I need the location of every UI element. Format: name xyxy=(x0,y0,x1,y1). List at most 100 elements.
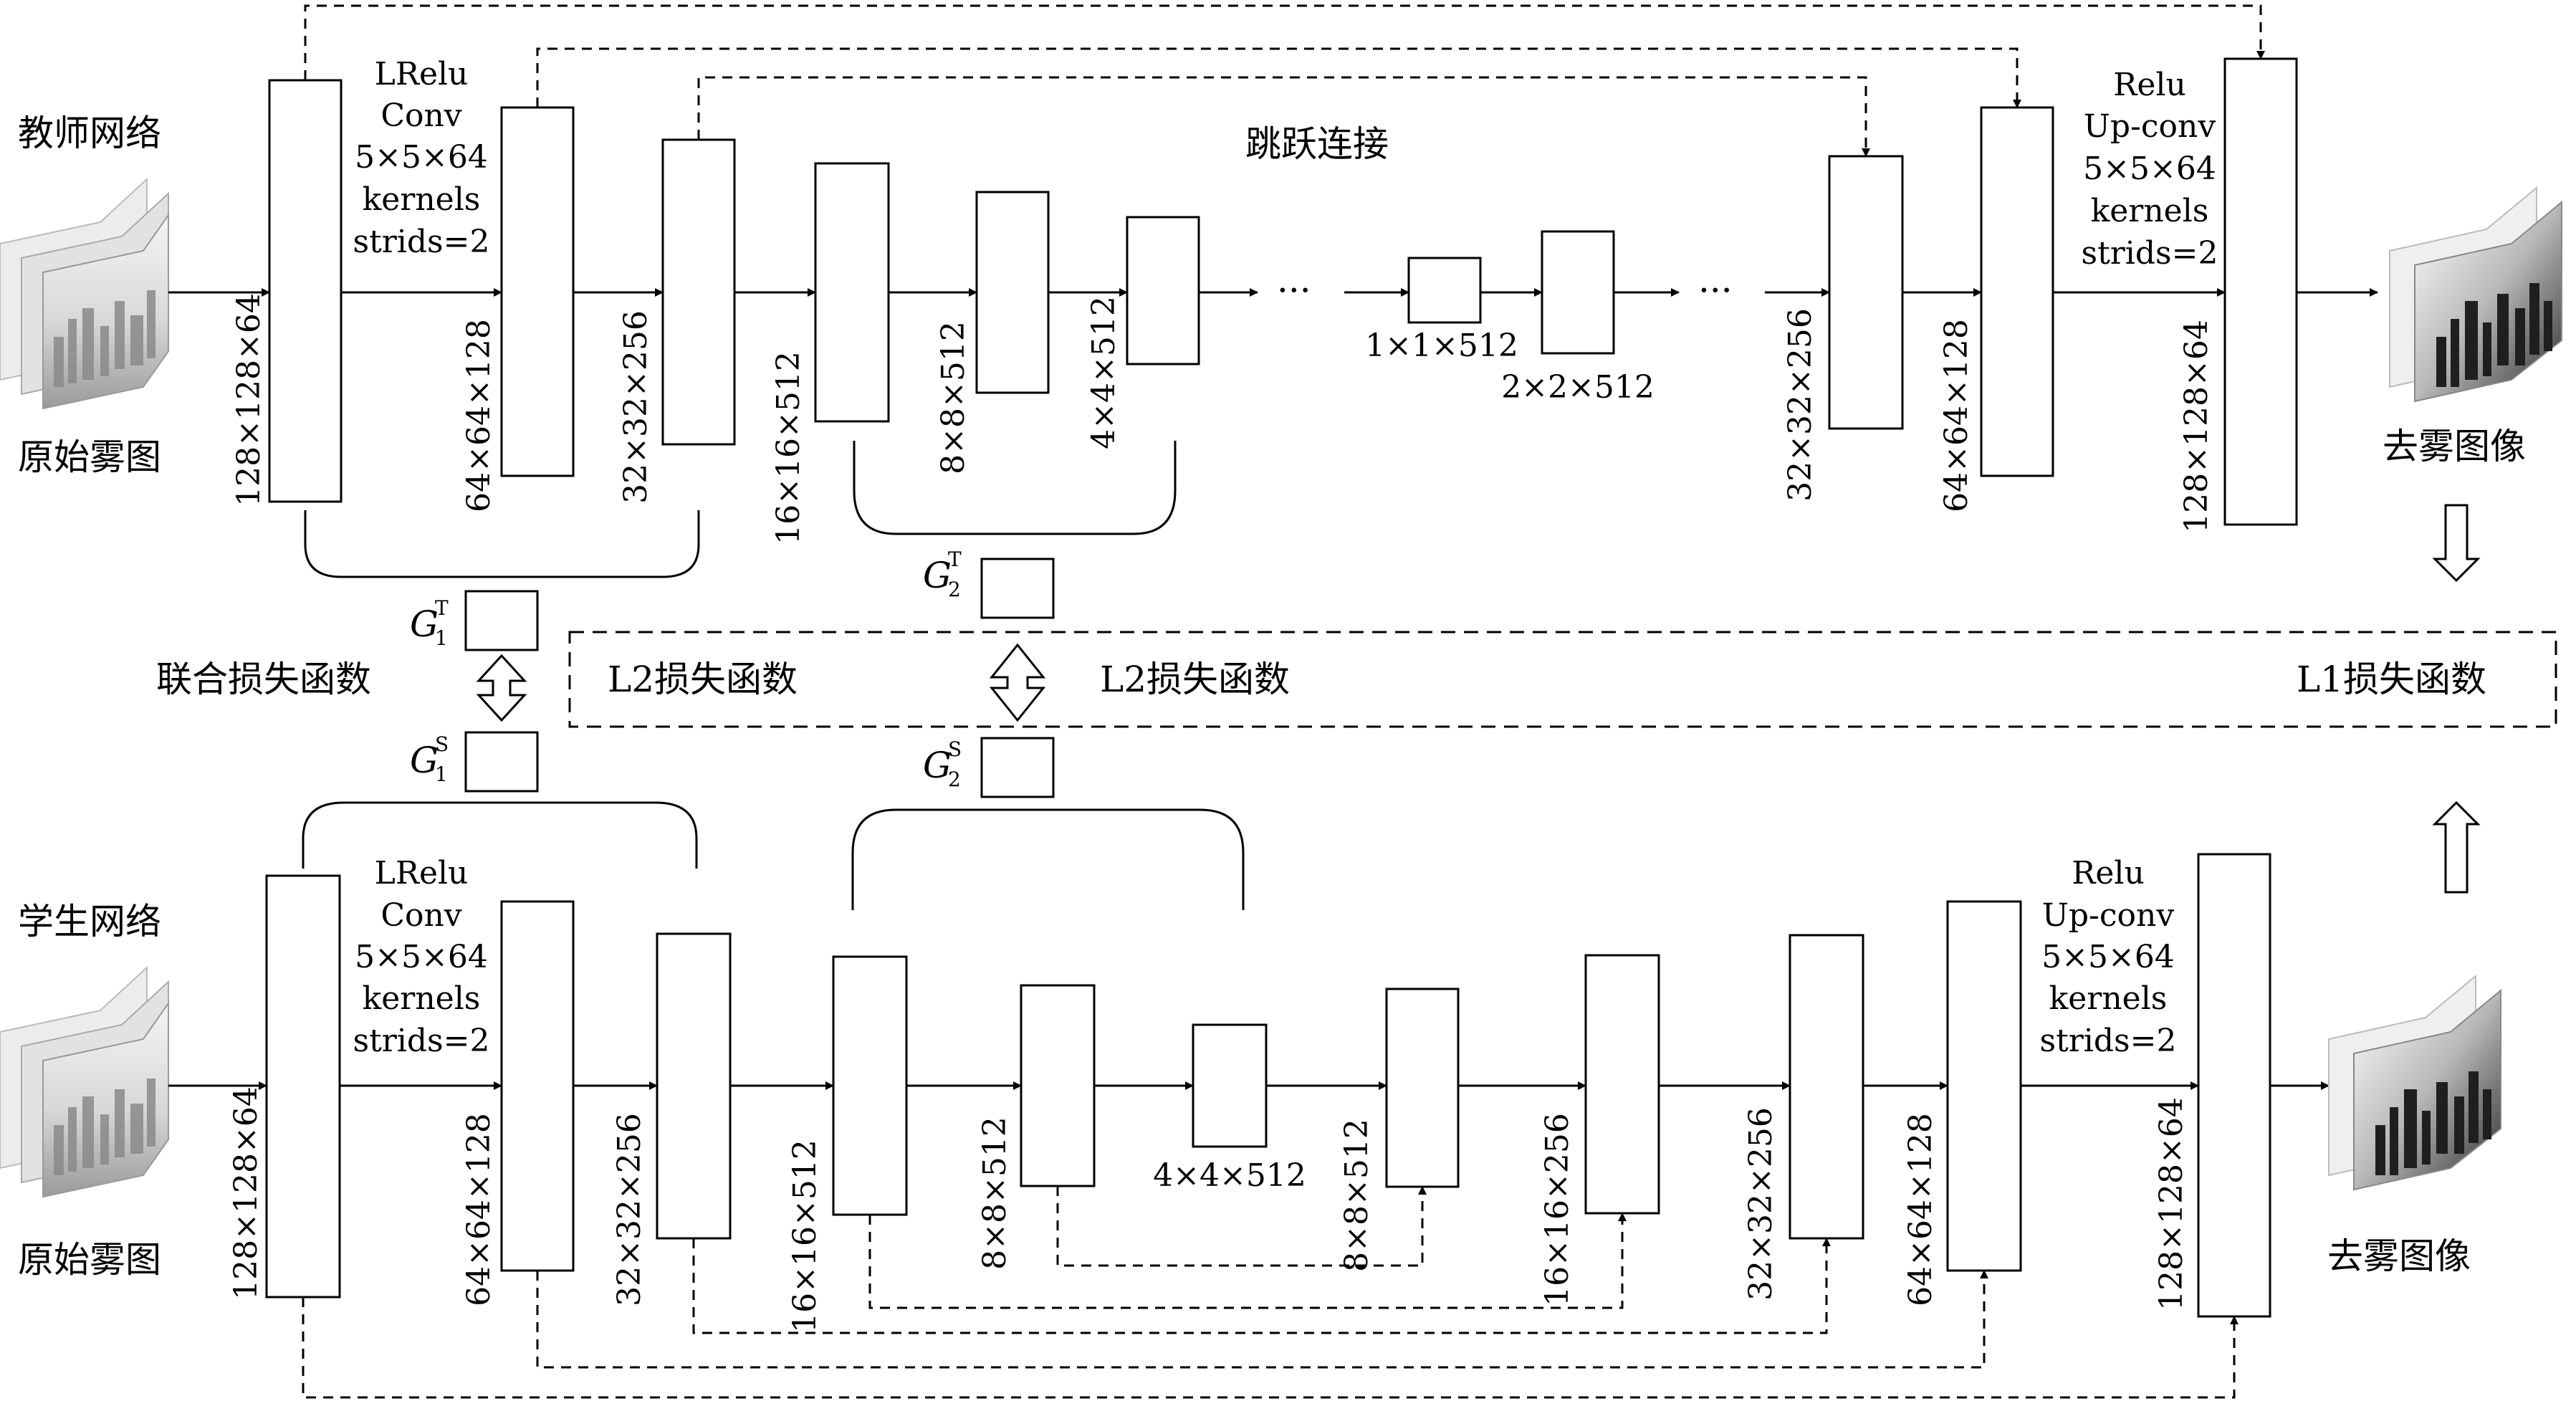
student-skip-connection-5 xyxy=(302,1297,2239,1399)
student-skip-connection-4 xyxy=(536,1270,1988,1369)
svg-text:S: S xyxy=(435,732,449,756)
student-network: 学生网络 原始雾图 xyxy=(0,801,2501,1399)
teacher-dim-e3: 32×32×256 xyxy=(618,310,654,504)
student-dim-d3: 32×32×256 xyxy=(1743,1107,1779,1301)
teacher-block-d1 xyxy=(1828,155,1904,430)
student-block-e2 xyxy=(500,900,575,1272)
teacher-dim-e1: 128×128×64 xyxy=(231,293,267,507)
teacher-input-caption: 原始雾图 xyxy=(18,436,161,478)
teacher-skip-connection-1 xyxy=(304,4,2265,80)
teacher-block-e1 xyxy=(268,79,343,503)
svg-text:T: T xyxy=(948,548,962,571)
student-output-caption: 去雾图像 xyxy=(2327,1235,2471,1277)
teacher-network: 教师网络 原始雾图 xyxy=(0,4,2562,578)
student-skip-connection-1 xyxy=(1056,1186,1427,1267)
student-dim-e6: 4×4×512 xyxy=(1153,1157,1306,1194)
teacher-block-d2 xyxy=(1980,106,2054,477)
student-output-image xyxy=(2328,974,2501,1191)
svg-text:Relu: Relu xyxy=(2072,855,2145,891)
svg-text:strids=2: strids=2 xyxy=(2082,235,2218,272)
gram-g1-student: G 1 S xyxy=(410,731,539,793)
svg-text:2: 2 xyxy=(948,578,961,601)
student-bracket-g2 xyxy=(851,808,1245,910)
student-block-e5 xyxy=(1020,984,1096,1187)
svg-text:kernels: kernels xyxy=(363,181,481,218)
svg-text:5×5×64: 5×5×64 xyxy=(355,139,488,176)
teacher-block-b1 xyxy=(1407,257,1482,324)
teacher-block-e6 xyxy=(1126,216,1200,365)
loss-section: 联合损失函数 L2损失函数 L2损失函数 L1损失函数 G 1 T G 1 S … xyxy=(156,504,2557,894)
svg-text:kernels: kernels xyxy=(2049,980,2168,1017)
teacher-network-title: 教师网络 xyxy=(18,113,161,154)
student-network-title: 学生网络 xyxy=(18,901,161,942)
svg-text:5×5×64: 5×5×64 xyxy=(2041,939,2175,975)
teacher-block-e2 xyxy=(500,106,575,477)
svg-text:2: 2 xyxy=(948,768,961,791)
teacher-block-e4 xyxy=(814,162,890,423)
student-dim-e4: 16×16×512 xyxy=(787,1139,823,1333)
teacher-bracket-g2 xyxy=(853,441,1177,535)
student-bracket-g1 xyxy=(302,801,698,869)
svg-text:strids=2: strids=2 xyxy=(353,1023,490,1059)
svg-text:5×5×64: 5×5×64 xyxy=(355,939,488,975)
teacher-block-b2 xyxy=(1541,230,1615,355)
l2-loss-label-2: L2损失函数 xyxy=(1100,659,1290,700)
teacher-output-image xyxy=(2389,186,2562,403)
teacher-ellipsis-1: ··· xyxy=(1277,269,1311,311)
teacher-skip-label: 跳跃连接 xyxy=(1245,123,1389,165)
teacher-decoder-op-label: Relu Up-conv 5×5×64 kernels strids=2 xyxy=(2082,67,2218,272)
gram-g2-teacher: G 2 T xyxy=(923,548,1055,619)
teacher-block-e3 xyxy=(661,138,736,446)
joint-loss-label: 联合损失函数 xyxy=(156,659,371,700)
svg-text:1: 1 xyxy=(435,762,448,786)
student-dim-d5: 128×128×64 xyxy=(2153,1097,2190,1311)
svg-text:kernels: kernels xyxy=(363,980,481,1017)
teacher-bracket-g1 xyxy=(304,510,700,578)
svg-text:Conv: Conv xyxy=(380,897,461,934)
gram-g2-student: G 2 S xyxy=(923,737,1055,798)
teacher-encoder-op-label: LRelu Conv 5×5×64 kernels strids=2 xyxy=(353,56,490,260)
teacher-dim-d2: 64×64×128 xyxy=(1938,319,1975,512)
teacher-dim-e6: 4×4×512 xyxy=(1086,296,1122,449)
teacher-input-image xyxy=(0,177,169,410)
teacher-dim-e4: 16×16×512 xyxy=(770,351,807,545)
student-dim-d4: 64×64×128 xyxy=(1902,1113,1939,1306)
student-block-d3 xyxy=(1789,934,1864,1240)
student-input-image xyxy=(0,965,169,1198)
svg-text:G: G xyxy=(410,603,439,645)
student-dim-e3: 32×32×256 xyxy=(611,1113,648,1306)
student-block-e6 xyxy=(1192,1023,1268,1148)
student-skip-connection-2 xyxy=(868,1213,1627,1309)
hollow-arrow-teacher-to-l1 xyxy=(2432,504,2481,583)
teacher-block-d3 xyxy=(2223,57,2298,526)
teacher-dim-b2: 2×2×512 xyxy=(1501,369,1655,406)
svg-text:G: G xyxy=(410,740,439,781)
teacher-dim-d3: 128×128×64 xyxy=(2178,320,2215,533)
teacher-output-caption: 去雾图像 xyxy=(2383,426,2526,467)
svg-text:T: T xyxy=(435,596,449,620)
student-skip-connection-3 xyxy=(692,1238,1831,1334)
svg-text:strids=2: strids=2 xyxy=(2040,1023,2177,1059)
student-block-d2 xyxy=(1584,954,1660,1215)
teacher-block-e5 xyxy=(975,191,1050,394)
double-arrow-g2 xyxy=(989,643,1046,722)
student-input-caption: 原始雾图 xyxy=(18,1239,161,1281)
teacher-dim-b1: 1×1×512 xyxy=(1365,327,1518,364)
student-dim-d2: 16×16×256 xyxy=(1539,1113,1576,1306)
student-block-d1 xyxy=(1385,988,1460,1188)
svg-text:strids=2: strids=2 xyxy=(353,224,490,260)
teacher-skip-connection-2 xyxy=(536,47,2021,108)
svg-text:Relu: Relu xyxy=(2113,67,2186,103)
svg-text:Conv: Conv xyxy=(380,97,461,134)
double-arrow-g1 xyxy=(476,654,527,722)
teacher-ellipsis-2: ··· xyxy=(1698,269,1733,311)
svg-text:Up-conv: Up-conv xyxy=(2042,897,2175,934)
svg-text:G: G xyxy=(923,555,952,596)
svg-text:1: 1 xyxy=(435,626,448,650)
student-block-d4 xyxy=(1946,900,2022,1272)
svg-text:G: G xyxy=(923,745,952,786)
svg-text:Up-conv: Up-conv xyxy=(2084,108,2216,145)
student-dim-e1: 128×128×64 xyxy=(228,1086,264,1300)
loss-dashed-box xyxy=(568,631,2557,728)
teacher-dim-e5: 8×8×512 xyxy=(935,321,972,474)
